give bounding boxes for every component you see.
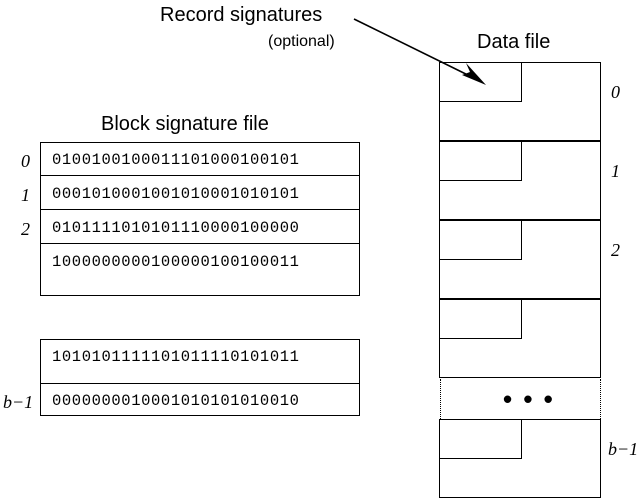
record-signatures-label: Record signatures [160, 4, 323, 26]
block-signature-row-separator [40, 383, 360, 384]
data-file-continuation-left-rule [440, 379, 441, 419]
data-file-record-signature-cell [439, 141, 522, 181]
block-signature-bits: 1010101111101011110101011 [52, 348, 300, 366]
data-file-block-index: 1 [611, 161, 620, 181]
block-signature-row-index: 0 [21, 151, 30, 171]
data-file-continuation-right-rule [600, 379, 601, 419]
data-file-block-index: 0 [611, 82, 620, 102]
data-file-record-signature-cell [439, 299, 522, 339]
block-signature-group-two [40, 339, 360, 416]
block-signature-file-label: Block signature file [101, 113, 269, 135]
block-signature-row-index: 1 [21, 185, 30, 205]
block-signature-bits: 1000000000100000100100011 [52, 253, 300, 271]
block-signature-group-one [40, 142, 360, 296]
record-signatures-optional-note: (optional) [268, 33, 335, 50]
block-signature-row-separator [40, 209, 360, 210]
block-signature-row-index: 2 [21, 219, 30, 239]
data-file-block-index: 2 [611, 240, 620, 260]
block-signature-row-separator [40, 243, 360, 244]
data-file-record-signature-cell [439, 419, 522, 459]
data-file-record-signature-cell [439, 62, 522, 102]
block-signature-bits: 0101111010101110000100000 [52, 219, 300, 237]
block-signature-row-index-last: b−1 [3, 392, 34, 412]
block-signature-bits: 0100100100011101000100101 [52, 151, 300, 169]
block-signature-bits: 0001010001001010001010101 [52, 185, 300, 203]
block-signature-bits: 0000000010001010101010010 [52, 392, 300, 410]
block-signature-row-separator [40, 175, 360, 176]
data-file-record-signature-cell [439, 220, 522, 260]
data-file-label: Data file [477, 31, 551, 53]
data-file-ellipsis: • • • [503, 384, 555, 414]
data-file-block-index-last: b−1 [608, 439, 639, 459]
